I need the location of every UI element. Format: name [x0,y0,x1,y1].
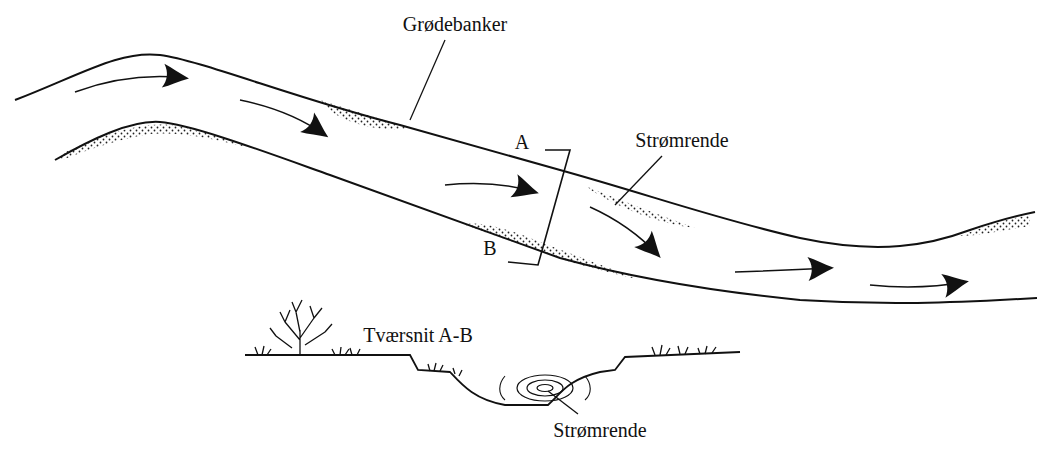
arrow-head [300,112,335,147]
section-letter: A [515,131,529,154]
river-bank [15,54,1037,303]
section-letter: B [483,237,496,260]
callout-label: Strømrende [553,419,646,442]
arrow-head [162,64,190,91]
arrow-head [510,174,542,204]
flow-arrow [75,64,971,298]
section-bracket [508,150,570,265]
vegetation-symbol [255,300,716,376]
arrow-head [634,231,669,266]
cross-section [245,352,740,405]
arrow-head [941,269,971,297]
arrow-head [807,256,834,281]
callout-label: Strømrende [635,129,728,152]
callout-label: Grødebanker [403,13,507,36]
section-title: Tværsnit A-B [363,324,472,347]
